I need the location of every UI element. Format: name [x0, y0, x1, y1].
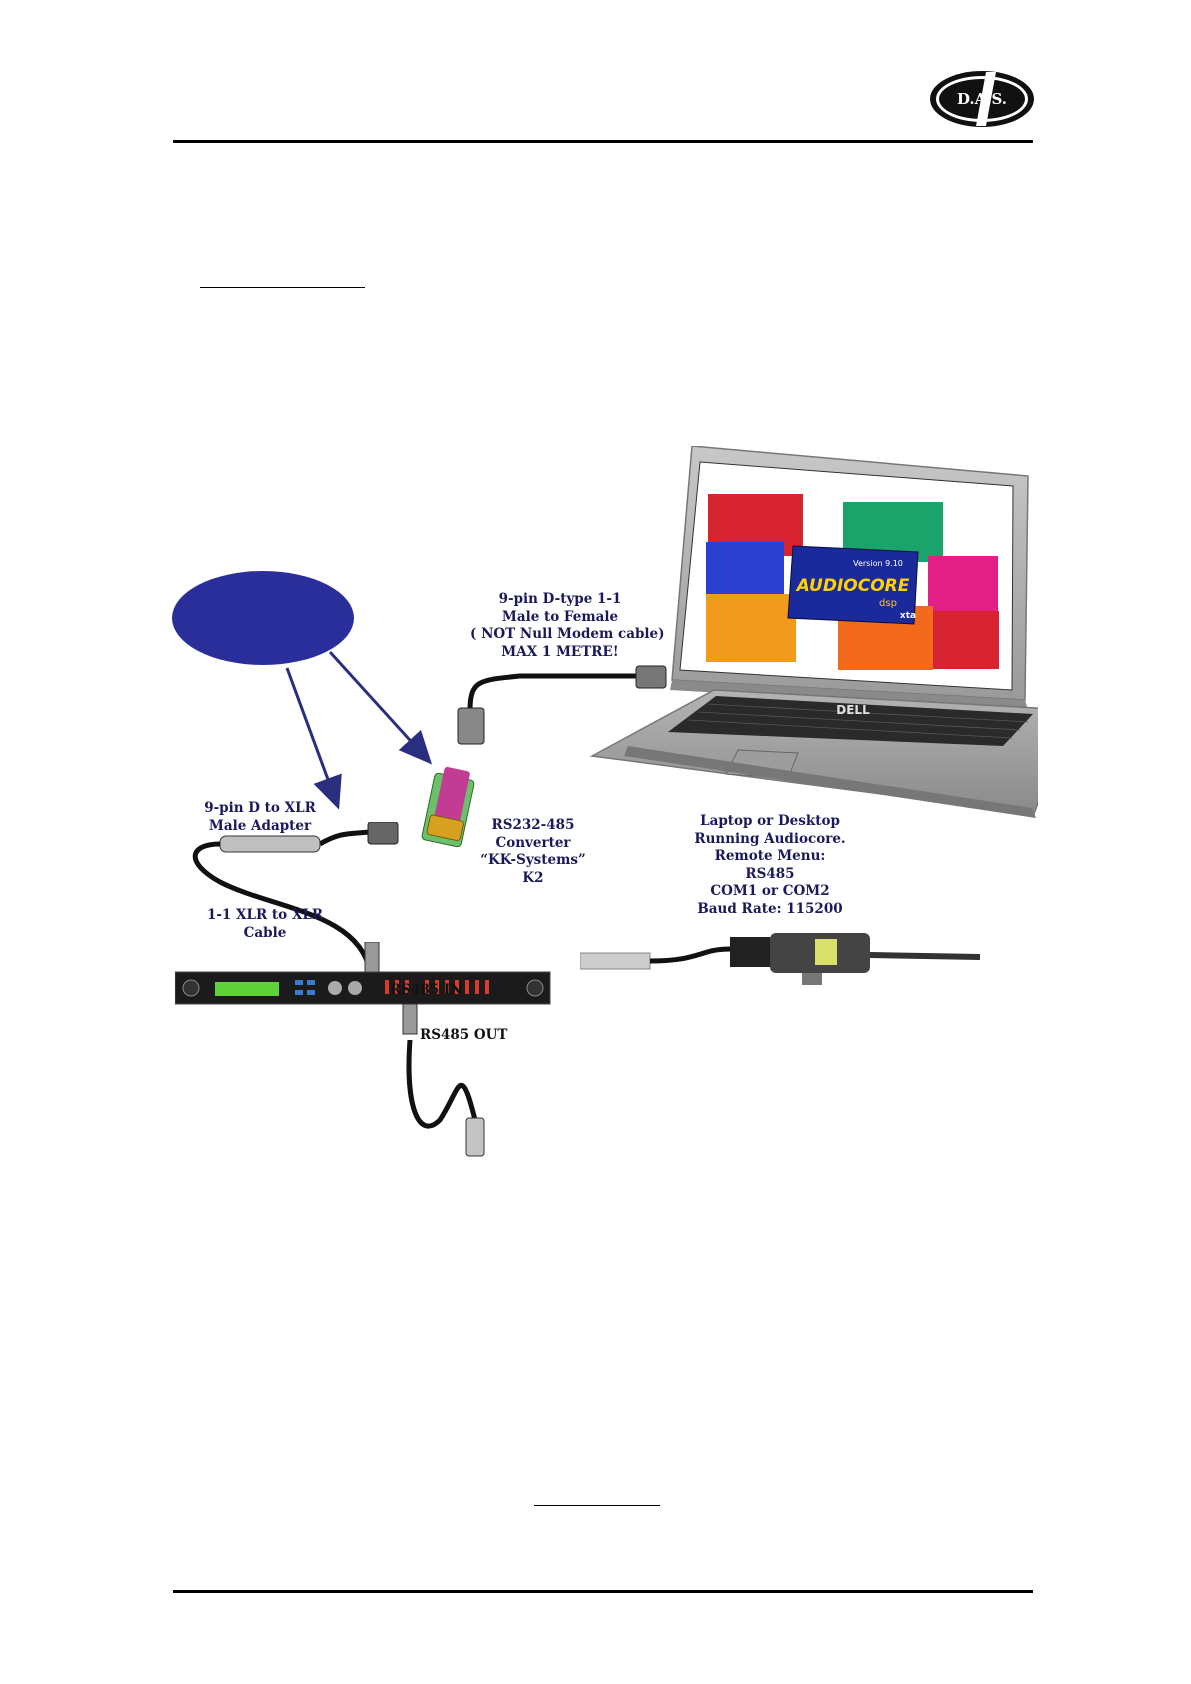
converter-label: RS232-485 Converter “KK-Systems” K2 — [480, 817, 586, 886]
adapter-cable — [192, 822, 399, 973]
svg-text:D.A.S.: D.A.S. — [957, 90, 1007, 108]
usb-rs485-cable-image — [580, 933, 981, 985]
rs485-in-label: RS485 IN — [390, 982, 463, 998]
dtype-cable-label: 9-pin D-type 1-1 Male to Female ( NOT Nu… — [470, 591, 665, 660]
rs485-out-label: RS485 OUT — [420, 1027, 508, 1043]
link-underline-bottom — [534, 1505, 660, 1506]
arrow-to-adapter — [285, 667, 342, 810]
out-cable — [406, 1039, 485, 1157]
laptop-image: AUDIOCORE Version 9.10 dsp xta DELL — [589, 446, 1038, 818]
laptop-brand: DELL — [836, 703, 870, 717]
das-logo: D.A.S. — [930, 71, 1034, 127]
splash-version: Version 9.10 — [853, 559, 903, 568]
dtype-connector-laptop — [635, 665, 667, 689]
xlr-out-connector — [402, 1003, 418, 1035]
rs232-485-converter — [421, 766, 475, 848]
xlr-loose-connector — [465, 1117, 485, 1157]
dtype-connector-free — [457, 707, 485, 745]
adapter-dsub-connector — [367, 822, 399, 845]
adapter-label: 9-pin D to XLR Male Adapter — [204, 800, 316, 834]
header-rule — [173, 140, 1033, 143]
xlr-cable-label: 1-1 XLR to XLR Cable — [206, 907, 324, 941]
laptop-label: Laptop or Desktop Running Audiocore. Rem… — [694, 813, 846, 917]
xlr-in-connector — [364, 942, 380, 973]
splash-sub: dsp — [879, 598, 897, 609]
footer-rule — [173, 1590, 1033, 1593]
dtype-cable — [457, 665, 667, 745]
xlr-male-adapter — [219, 835, 321, 853]
splash-title: AUDIOCORE — [795, 576, 910, 596]
arrow-to-converter — [328, 650, 433, 765]
splash-brand: xta — [900, 611, 916, 621]
callout-ellipse — [172, 571, 354, 665]
rack-processor — [175, 942, 551, 1035]
link-underline — [200, 287, 365, 288]
